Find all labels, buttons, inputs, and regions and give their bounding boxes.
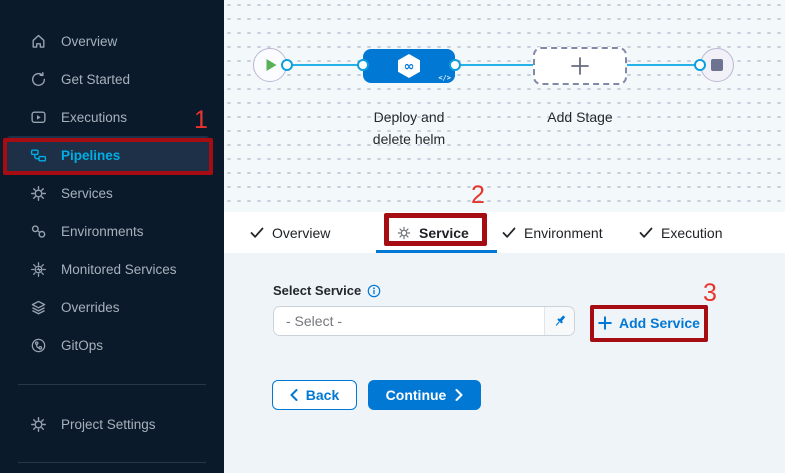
connector-dot bbox=[357, 59, 369, 71]
svg-text:∞: ∞ bbox=[404, 60, 415, 75]
sidebar-item-get-started[interactable]: Get Started bbox=[7, 60, 209, 98]
select-service-input[interactable] bbox=[274, 307, 544, 335]
tab-overview[interactable]: Overview bbox=[250, 212, 330, 253]
pin-toggle[interactable] bbox=[544, 307, 574, 335]
sidebar-item-label: GitOps bbox=[61, 337, 104, 353]
sidebar-divider bbox=[18, 462, 206, 463]
environments-icon bbox=[30, 223, 47, 240]
restart-icon bbox=[30, 71, 47, 88]
info-icon bbox=[367, 284, 381, 297]
check-icon bbox=[639, 227, 653, 238]
select-service-label: Select Service bbox=[273, 283, 362, 298]
sidebar-divider bbox=[18, 384, 206, 385]
continue-label: Continue bbox=[385, 387, 447, 403]
pipeline-connector-line bbox=[287, 64, 363, 66]
pin-icon bbox=[555, 315, 565, 326]
sidebar-nav: Overview Get Started Executions Pipeline… bbox=[0, 22, 224, 364]
sidebar-item-overview[interactable]: Overview bbox=[7, 22, 209, 60]
tab-environment[interactable]: Environment bbox=[502, 212, 603, 253]
tab-label: Execution bbox=[661, 224, 723, 241]
pipeline-connector-line bbox=[455, 64, 537, 66]
sidebar-item-label: Overview bbox=[61, 33, 118, 49]
home-icon bbox=[30, 33, 47, 50]
stage-config-tabbar: Overview Service Environment Execution bbox=[224, 212, 785, 253]
chevron-right-icon bbox=[455, 389, 463, 401]
add-service-button[interactable]: Add Service bbox=[598, 312, 700, 334]
continue-button[interactable]: Continue bbox=[368, 380, 481, 410]
pipelines-icon bbox=[30, 147, 47, 164]
play-icon bbox=[266, 59, 277, 71]
sidebar-item-gitops[interactable]: GitOps bbox=[7, 326, 209, 364]
service-tab-panel: Select Service Add Servi bbox=[224, 253, 785, 473]
sidebar-item-label: Get Started bbox=[61, 71, 131, 87]
gear-icon bbox=[30, 416, 47, 433]
connector-dot bbox=[281, 59, 293, 71]
connector-dot bbox=[694, 59, 706, 71]
gitops-icon bbox=[30, 337, 47, 354]
gear-icon bbox=[397, 226, 411, 239]
sidebar-item-overrides[interactable]: Overrides bbox=[7, 288, 209, 326]
add-stage-node[interactable] bbox=[533, 47, 627, 85]
code-view-icon: </> bbox=[438, 74, 451, 82]
pipeline-canvas: ∞ </> Deploy and delete helm Add Stage bbox=[224, 0, 785, 212]
sidebar-item-label: Services bbox=[61, 185, 113, 201]
tab-service[interactable]: Service bbox=[397, 212, 469, 253]
sidebar-item-monitored-services[interactable]: Monitored Services bbox=[7, 250, 209, 288]
sidebar-item-services[interactable]: Services bbox=[7, 174, 209, 212]
connector-dot bbox=[449, 59, 461, 71]
executions-icon bbox=[30, 109, 47, 126]
pipeline-connector-line bbox=[623, 64, 700, 66]
sidebar-footer: Project Settings bbox=[0, 405, 224, 443]
add-stage-label: Add Stage bbox=[547, 109, 613, 125]
back-button[interactable]: Back bbox=[272, 380, 357, 410]
active-tab-indicator bbox=[376, 250, 497, 253]
layers-icon bbox=[30, 299, 47, 316]
sidebar-item-label: Pipelines bbox=[61, 147, 121, 163]
stop-icon bbox=[711, 59, 723, 71]
sidebar-item-executions[interactable]: Executions bbox=[7, 98, 209, 136]
plus-icon bbox=[598, 316, 612, 330]
plus-icon bbox=[571, 57, 589, 75]
gear-icon bbox=[30, 185, 47, 202]
tab-label: Service bbox=[419, 224, 469, 241]
sidebar-item-environments[interactable]: Environments bbox=[7, 212, 209, 250]
select-service-label-row: Select Service bbox=[273, 283, 381, 298]
sidebar-item-label: Executions bbox=[61, 109, 128, 125]
tab-label: Environment bbox=[524, 224, 603, 241]
check-icon bbox=[502, 227, 516, 238]
monitored-services-icon bbox=[30, 261, 47, 278]
stage-name-label: Deploy and delete helm bbox=[372, 109, 446, 147]
sidebar-item-project-settings[interactable]: Project Settings bbox=[7, 405, 209, 443]
stage-node-deploy[interactable]: ∞ </> bbox=[363, 49, 455, 83]
back-label: Back bbox=[305, 387, 340, 403]
sidebar-item-pipelines[interactable]: Pipelines bbox=[7, 136, 209, 174]
add-service-label: Add Service bbox=[619, 315, 700, 331]
sidebar: Overview Get Started Executions Pipeline… bbox=[0, 0, 224, 473]
tab-label: Overview bbox=[272, 224, 331, 241]
select-service-dropdown bbox=[273, 306, 575, 336]
sidebar-item-label: Project Settings bbox=[61, 416, 156, 432]
sidebar-item-label: Monitored Services bbox=[61, 261, 177, 277]
tab-execution[interactable]: Execution bbox=[639, 212, 722, 253]
sidebar-item-label: Overrides bbox=[61, 299, 120, 315]
check-icon bbox=[250, 227, 264, 238]
sidebar-item-label: Environments bbox=[61, 223, 144, 239]
chevron-left-icon bbox=[290, 389, 298, 401]
harness-cd-hexagon-icon: ∞ bbox=[398, 54, 420, 78]
